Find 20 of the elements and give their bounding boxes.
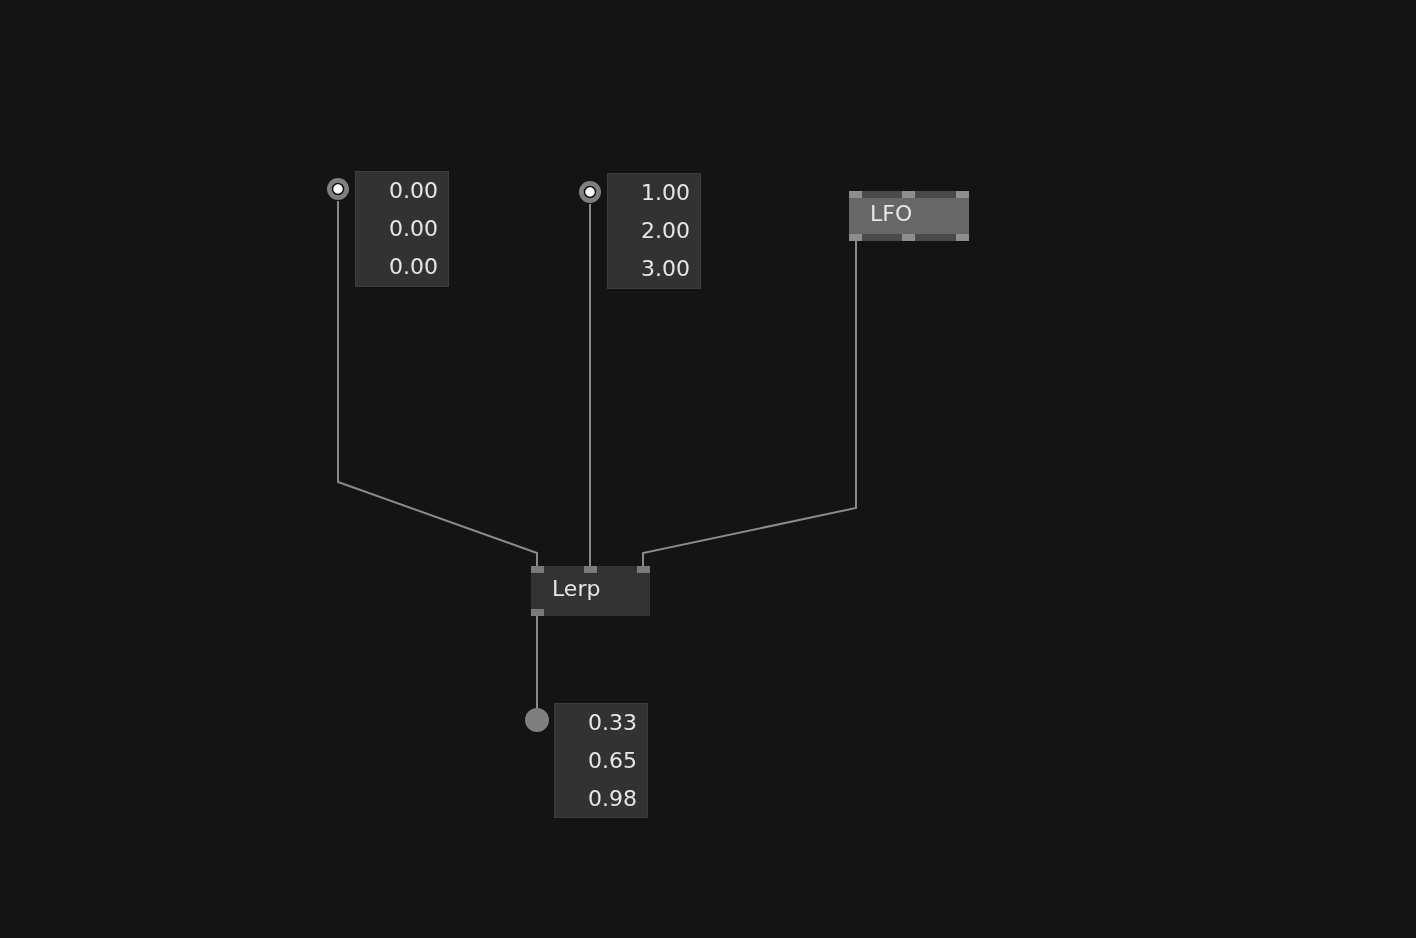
wire bbox=[337, 200, 538, 567]
value-text: 0.33 bbox=[588, 710, 637, 736]
value-text: 0.00 bbox=[389, 178, 438, 204]
node-title: LFO bbox=[870, 201, 913, 227]
value-text: 2.00 bbox=[641, 218, 690, 244]
value-box bbox=[355, 171, 449, 287]
value-box bbox=[607, 173, 701, 289]
value-text: 1.00 bbox=[641, 180, 690, 206]
wire bbox=[589, 203, 591, 567]
wire bbox=[642, 240, 857, 567]
node-title: Lerp bbox=[552, 576, 601, 602]
value-text: 0.98 bbox=[588, 786, 637, 812]
value-text: 3.00 bbox=[641, 256, 690, 282]
operator-node bbox=[531, 566, 650, 616]
value-text: 0.65 bbox=[588, 748, 637, 774]
wire bbox=[536, 615, 538, 709]
value-text: 0.00 bbox=[389, 254, 438, 280]
operator-node bbox=[849, 191, 969, 241]
value-box bbox=[554, 703, 648, 818]
value-text: 0.00 bbox=[389, 216, 438, 242]
